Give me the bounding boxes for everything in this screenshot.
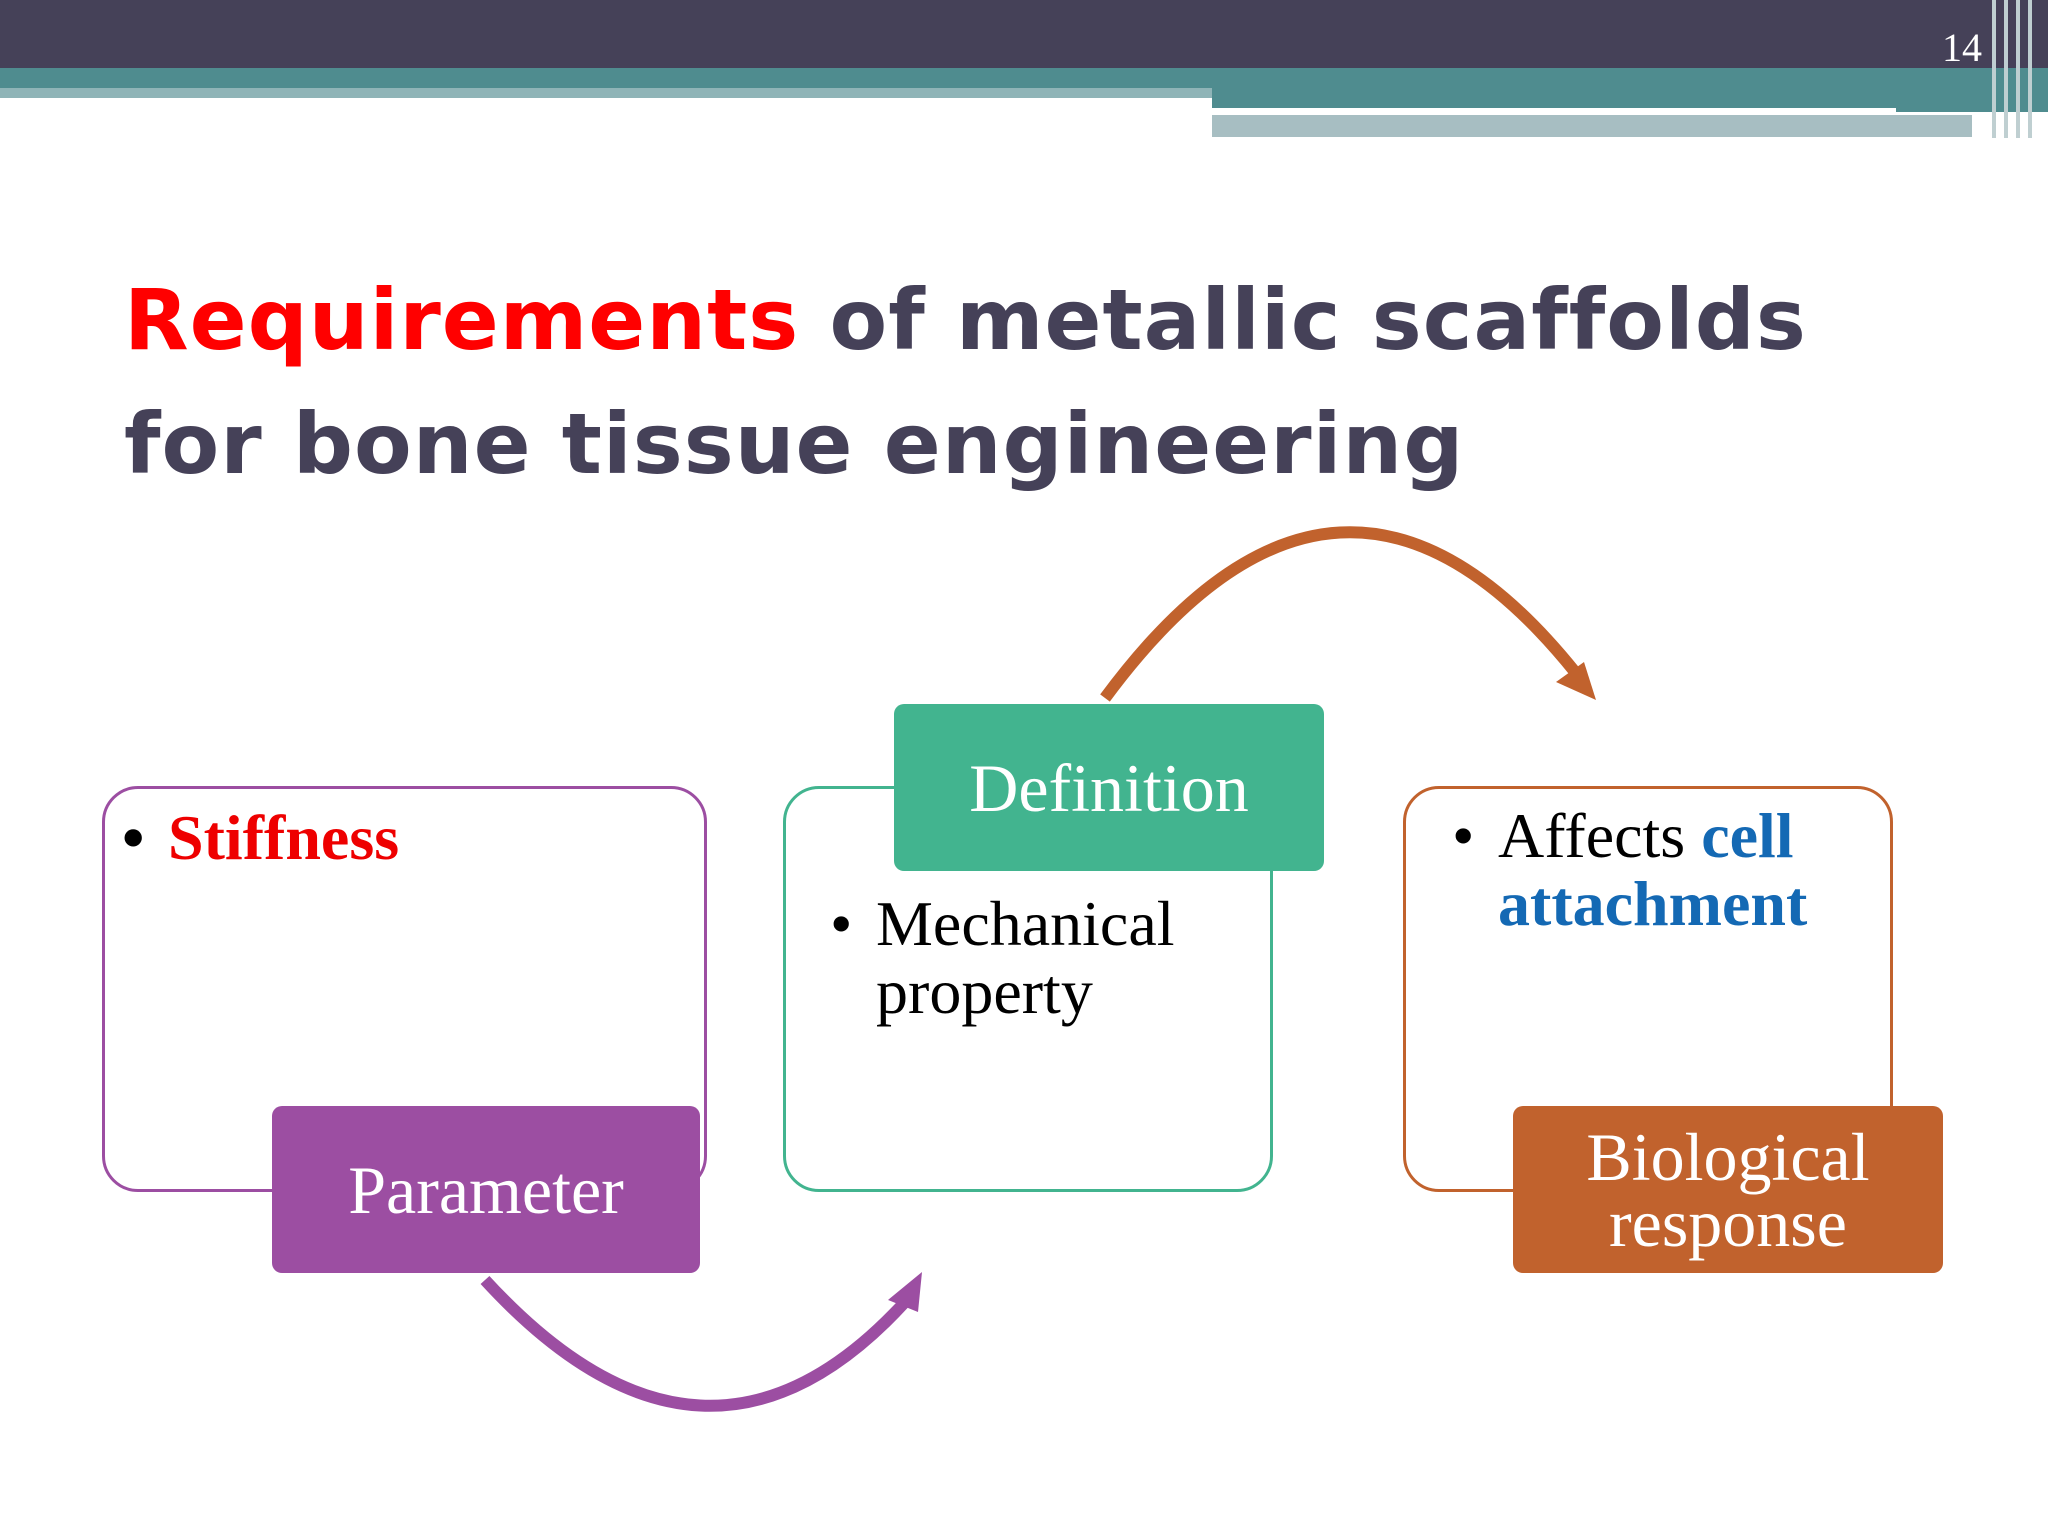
title-line-2: for bone tissue engineering [124,395,1465,493]
arrow-head-purple [888,1272,922,1312]
mechanical-text: Mechanical [876,888,1175,959]
bullet-dot: • [1452,800,1475,871]
biological-label-box: Biological response [1513,1106,1943,1273]
parameter-bullet: • Stiffness [122,804,399,872]
bullet-dot: • [122,802,145,873]
definition-bullet: • Mechanical property [830,890,1175,1026]
biological-bullet: • Affects cell attachment [1452,802,1807,938]
title-highlight: Requirements [124,271,800,369]
header-vertical-stripe [1992,0,1996,138]
bullet-dot: • [830,888,853,959]
arrow-definition-to-biological [1100,526,1580,702]
definition-label: Definition [969,749,1249,826]
parameter-label-box: Parameter [272,1106,700,1273]
biological-bullet-line-1: • Affects cell [1452,802,1807,870]
header-accent-stripe [0,68,2048,90]
arrow-parameter-to-definition [480,1275,910,1412]
slide-title: Requirements of metallic scaffolds for b… [124,258,1807,506]
affects-text: Affects [1498,800,1702,871]
header-light-stripe [0,88,1212,98]
header-grey-band [1212,115,1972,137]
title-line-1: Requirements of metallic scaffolds [124,258,1807,382]
stiffness-text: Stiffness [168,802,400,873]
slide-number: 14 [1942,25,1982,70]
header-thin-line [1212,108,1896,113]
biological-label-line-2: response [1609,1184,1847,1261]
parameter-label: Parameter [348,1151,624,1228]
definition-bullet-line-1: • Mechanical [830,890,1175,958]
arrow-head-orange [1556,662,1596,700]
biological-label-line-1: Biological [1586,1118,1870,1195]
header-vertical-stripe [2004,0,2008,138]
attachment-text: attachment [1498,868,1808,939]
cell-text: cell [1701,800,1794,871]
header-vertical-stripe [2028,0,2032,138]
header-bar [0,0,2048,68]
header-vertical-stripe [2016,0,2020,138]
header-accent-stripe-right [1212,90,2048,112]
biological-label: Biological response [1586,1118,1870,1261]
definition-label-box: Definition [894,704,1324,871]
definition-bullet-line-2: property [876,956,1093,1027]
title-rest: of metallic scaffolds [799,271,1807,369]
